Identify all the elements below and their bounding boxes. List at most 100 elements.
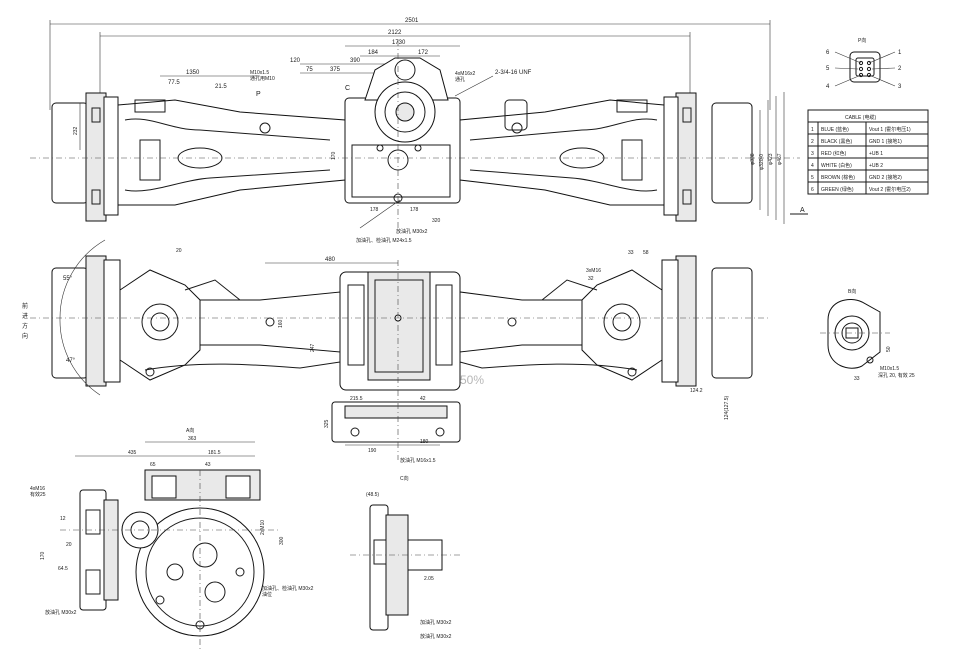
a-dim-300: 300 <box>279 536 285 545</box>
side-label-1: 前 <box>22 302 28 310</box>
dim-172: 172 <box>418 50 429 56</box>
dim-1730: 1730 <box>392 40 406 46</box>
pin-1: 1 <box>898 50 902 56</box>
side-label-2: 进 <box>22 312 28 320</box>
b-thread2: 深孔 20, 有效 25 <box>878 372 915 379</box>
cable-row-n: 3 <box>811 151 814 157</box>
bottom-thread: 放油孔 M16x1.5 <box>400 457 436 464</box>
m16-cn: 通孔 <box>455 76 465 83</box>
a-note2: 放油孔 M30x2 <box>45 609 77 616</box>
dim-d320: φ320-0 <box>759 154 765 170</box>
cable-row-color: BLUE (蓝色) <box>821 126 849 133</box>
dim-184: 184 <box>368 50 379 56</box>
c-dim-48-5: (48.5) <box>366 492 379 498</box>
a-dim-65: 65 <box>150 462 156 468</box>
dim-170: 170 <box>331 151 337 160</box>
dim-d467: φ467 <box>777 153 783 165</box>
angle-47: 47° <box>66 358 76 364</box>
a-dim-435: 435 <box>128 450 137 456</box>
angle-55: 55° <box>63 276 73 282</box>
a-dim-12: 12 <box>60 516 66 522</box>
cable-row-n: 5 <box>811 175 814 181</box>
cable-row-signal: Vout 2 (霍尔电压2) <box>869 186 911 193</box>
a-view: A向 363 435 181.5 65 43 4xM16 有效25 170 64 <box>30 427 314 650</box>
dim-180: 180 <box>420 439 429 445</box>
cable-row-signal: +UB 2 <box>869 163 883 169</box>
cable-row-color: BLACK (黑色) <box>821 138 852 145</box>
dim-32: 32 <box>588 276 594 282</box>
b-dim-50: 50 <box>886 346 892 352</box>
dim-124-2: 124.2 <box>690 388 703 394</box>
bolt-note: 加油孔、检油孔 M24x1.5 <box>356 237 412 244</box>
a-dim-181: 181.5 <box>208 450 221 456</box>
a-note1b: 油位 <box>262 591 272 598</box>
dim-1350: 1350 <box>186 70 200 76</box>
dim-215-5: 215.5 <box>350 396 363 402</box>
cable-row-signal: Vout 1 (霍尔电压1) <box>869 126 911 133</box>
a-note1: 加油孔、检油孔 M30x2 <box>262 585 314 592</box>
dim-320: 320 <box>432 218 441 224</box>
a-dim-64-5: 64.5 <box>58 566 68 572</box>
dim-232: 232 <box>73 126 79 135</box>
dim-120: 120 <box>290 58 301 64</box>
dim-247: 247 <box>310 343 316 352</box>
dim-190: 190 <box>368 448 377 454</box>
dim-480: 480 <box>325 257 336 263</box>
zoom-watermark: 50% <box>460 373 484 387</box>
connector-view: P向 6 5 4 1 2 3 <box>826 37 902 90</box>
dim-375: 375 <box>330 67 341 73</box>
dim-d423: φ423 <box>768 153 774 165</box>
dim-42: 42 <box>420 396 426 402</box>
b-view-detail: B向 50 33 M10x1.5 深孔 20, 有效 25 <box>820 288 915 382</box>
cable-table-title: CABLE (电缆) <box>845 114 876 121</box>
thread-3xm16: 3xM16 <box>586 268 601 274</box>
a-dim-20: 20 <box>66 542 72 548</box>
pin-2: 2 <box>898 66 902 72</box>
c-dim-2-05: 2.05 <box>424 576 434 582</box>
b-dim-33: 33 <box>854 376 860 382</box>
dim-21-5: 21.5 <box>215 84 227 90</box>
cable-row-color: GREEN (绿色) <box>821 186 854 193</box>
dim-390: 390 <box>350 58 361 64</box>
m16-label: 4xM16x2 <box>455 71 476 77</box>
cable-row-signal: GND 2 (接地2) <box>869 174 902 181</box>
dim-124: 124(127.5) <box>724 395 730 420</box>
dim-178: 178 <box>370 207 379 213</box>
dim-160: 160 <box>278 319 284 328</box>
a-dim-2x: 2xM10 <box>260 520 266 535</box>
a-dim-43: 43 <box>205 462 211 468</box>
side-label-3: 方 <box>22 322 28 330</box>
dim-75: 75 <box>306 67 313 73</box>
dim-77-5: 77.5 <box>168 80 180 86</box>
dim-d338: φ338 <box>750 153 756 165</box>
dim-33: 33 <box>628 250 634 256</box>
a-thread: 4xM16 <box>30 486 45 492</box>
thread-top: M10x1.5 <box>250 70 269 76</box>
drain-note: 放油孔 M30x2 <box>396 228 428 235</box>
a-dim-363: 363 <box>188 436 197 442</box>
b-thread: M10x1.5 <box>880 366 899 372</box>
unf-label: 2-3/4-16 UNF <box>495 70 532 76</box>
cable-row-color: WHITE (白色) <box>821 162 852 169</box>
side-label-4: 向 <box>22 332 28 340</box>
c-note2: 放油孔 M30x2 <box>420 633 452 640</box>
pin-6: 6 <box>826 50 830 56</box>
c-mark: C <box>345 85 350 92</box>
dim-overall: 2501 <box>405 18 419 24</box>
b-view-title: B向 <box>848 288 856 295</box>
cable-row-signal: GND 1 (接地1) <box>869 138 902 145</box>
cable-row-signal: +UB 1 <box>869 151 883 157</box>
c-view-title: C向 <box>400 475 409 482</box>
dim-track: 2122 <box>388 30 402 36</box>
a-view-title: A向 <box>186 427 194 434</box>
dim-325: 325 <box>324 419 330 428</box>
cable-row-n: 4 <box>811 163 814 169</box>
pin-4: 4 <box>826 84 830 90</box>
front-elevation-view: 2501 2122 1730 184 172 390 375 120 75 13… <box>30 18 808 244</box>
cable-row-n: 2 <box>811 139 814 145</box>
a-thread-cn: 有效25 <box>30 491 46 498</box>
cable-row-color: BROWN (棕色) <box>821 174 855 181</box>
cable-row-n: 1 <box>811 127 814 133</box>
plan-view: 55° 47° 前 进 方 向 20 480 33 58 3xM16 32 16… <box>22 239 770 464</box>
